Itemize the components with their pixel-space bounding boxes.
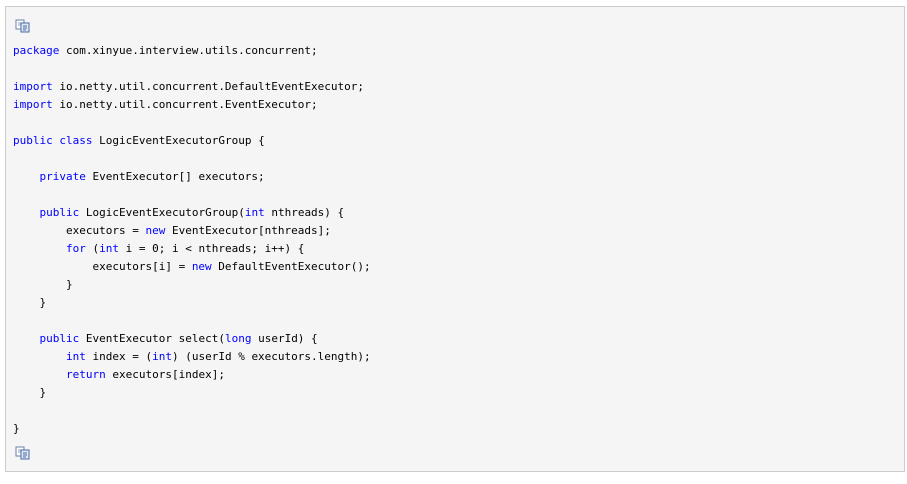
code-keyword: int [65,350,86,363]
code-text: index = ( [85,350,153,363]
code-keyword: new [145,224,166,237]
code-keyword: long [224,332,252,345]
code-keyword: int [152,350,172,363]
code-line: executors[i] = new DefaultEventExecutor(… [13,258,371,276]
code-line: } [13,384,371,402]
code-line: private EventExecutor[] executors; [13,168,371,186]
copy-code-icon-graphic [15,446,30,460]
code-text [13,206,40,219]
code-text [13,368,66,381]
code-line: import io.netty.util.concurrent.EventExe… [13,96,371,114]
code-text: } [13,278,73,291]
code-line [13,60,371,78]
code-keyword: import [13,80,53,93]
code-keyword: public [39,206,80,219]
code-line: for (int i = 0; i < nthreads; i++) { [13,240,371,258]
code-keyword: package [13,44,60,57]
code-line: int index = (int) (userId % executors.le… [13,348,371,366]
code-block-panel: package com.xinyue.interview.utils.concu… [5,6,905,472]
source-code: package com.xinyue.interview.utils.concu… [13,42,371,438]
code-text: EventExecutor[] executors; [85,170,265,183]
code-text: i = 0; i < nthreads; i++) { [118,242,305,255]
code-keyword: private [39,170,86,183]
code-text: io.netty.util.concurrent.EventExecutor; [52,98,318,111]
code-keyword: new [191,260,212,273]
code-line: public EventExecutor select(long userId)… [13,330,371,348]
code-keyword: public [13,134,53,147]
code-line: public class LogicEventExecutorGroup { [13,132,371,150]
code-text: } [13,422,20,435]
code-keyword: for [65,242,86,255]
code-text: EventExecutor[nthreads]; [165,224,331,237]
code-text: com.xinyue.interview.utils.concurrent; [59,44,318,57]
code-line: executors = new EventExecutor[nthreads]; [13,222,371,240]
code-line: package com.xinyue.interview.utils.concu… [13,42,371,60]
code-line [13,150,371,168]
code-text [13,170,40,183]
code-text [13,332,40,345]
code-text: executors[index]; [105,368,225,381]
code-line [13,114,371,132]
code-text: ) (userId % executors.length); [171,350,371,363]
copy-code-icon[interactable] [15,19,31,33]
code-line [13,312,371,330]
code-line: } [13,294,371,312]
code-keyword: return [65,368,106,381]
code-text: } [13,386,47,399]
code-keyword: int [99,242,119,255]
code-line [13,186,371,204]
copy-code-icon[interactable] [15,446,31,460]
code-keyword: int [244,206,265,219]
code-text: io.netty.util.concurrent.DefaultEventExe… [52,80,365,93]
code-line: return executors[index]; [13,366,371,384]
code-text: ( [85,242,100,255]
code-line: import io.netty.util.concurrent.DefaultE… [13,78,371,96]
code-text: executors = [13,224,146,237]
code-keyword: public [39,332,80,345]
code-text: EventExecutor select( [79,332,225,345]
code-text: userId) { [251,332,318,345]
code-line [13,402,371,420]
code-keyword: class [59,134,93,147]
code-line: } [13,420,371,438]
code-text: nthreads) { [264,206,345,219]
code-keyword: import [13,98,53,111]
code-text [13,350,66,363]
code-text: DefaultEventExecutor(); [211,260,371,273]
code-line: } [13,276,371,294]
code-text: LogicEventExecutorGroup( [79,206,245,219]
copy-code-icon-graphic [15,19,30,33]
code-line: public LogicEventExecutorGroup(int nthre… [13,204,371,222]
code-text [13,242,66,255]
code-text: } [13,296,47,309]
code-text: executors[i] = [13,260,192,273]
code-text: LogicEventExecutorGroup { [92,134,265,147]
